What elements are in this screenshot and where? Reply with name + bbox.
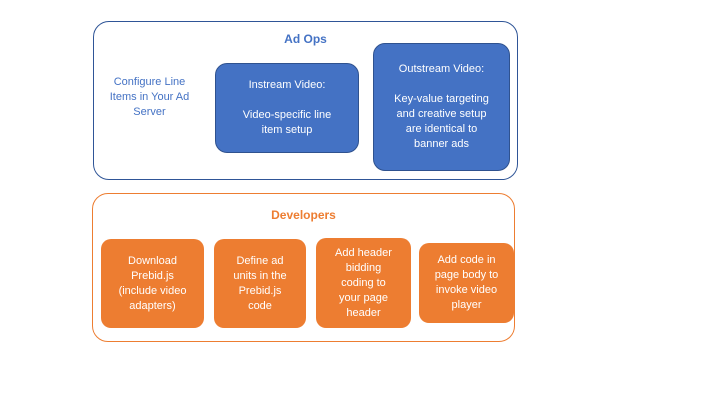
developers-title: Developers [271, 208, 336, 222]
ad-ops-group: Ad Ops Configure Line Items in Your Ad S… [93, 21, 518, 180]
define-ad-units-box: Define ad units in the Prebid.js code [214, 239, 306, 328]
invoke-video-player-box: Add code in page body to invoke video pl… [419, 243, 514, 323]
header-bidding-code-box: Add header bidding coding to your page h… [316, 238, 411, 328]
outstream-video-box: Outstream Video: Key-value targeting and… [373, 43, 510, 171]
configure-line-items-note: Configure Line Items in Your Ad Server [109, 76, 190, 118]
developers-group: Developers Download Prebid.js (include v… [92, 193, 515, 342]
instream-video-box: Instream Video: Video-specific line item… [215, 63, 359, 153]
download-prebid-box: Download Prebid.js (include video adapte… [101, 239, 204, 328]
ad-ops-title: Ad Ops [284, 32, 327, 46]
